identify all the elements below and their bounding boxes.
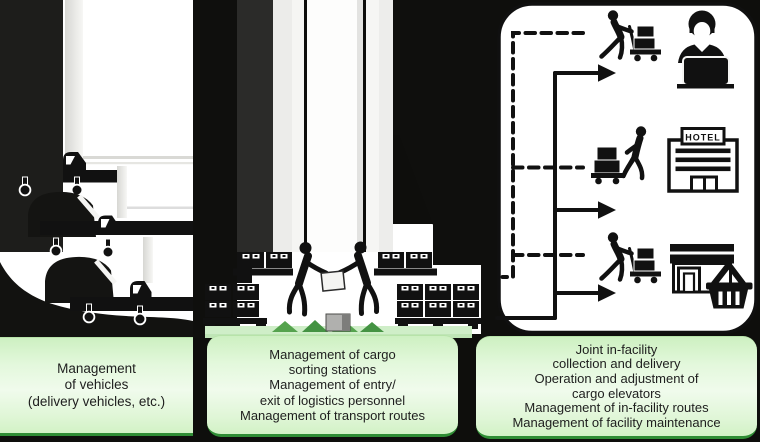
panel-gap: [193, 0, 237, 338]
handed-box: [320, 270, 346, 292]
hotel-icon: HOTEL: [667, 127, 739, 193]
arrow-icon-2: [598, 201, 616, 219]
solid-route-line: [495, 71, 601, 320]
truck-icon-1: [18, 0, 193, 197]
arrow-icon-1: [598, 64, 616, 82]
truck-icon-3: [45, 237, 193, 326]
floor-box: [325, 313, 351, 332]
panel-infacility-illustration: HOTEL: [495, 2, 758, 335]
porter-icon-2: [591, 126, 647, 185]
basket-icon: [706, 263, 753, 309]
laptop-icon: [682, 56, 730, 86]
pallet: [203, 318, 267, 324]
crate-stack-right: [395, 284, 481, 329]
label-box-vehicles: Management of vehicles (delivery vehicle…: [0, 337, 193, 436]
pallet: [395, 318, 481, 324]
windshield: [101, 219, 110, 228]
crate-shelf-left: [233, 252, 293, 276]
worker-icon-right: [337, 241, 380, 316]
arrow-icon-3: [598, 284, 616, 302]
wall-column: [237, 0, 273, 252]
hotel-sign: [680, 127, 726, 146]
office-worker-icon: [677, 10, 734, 89]
truck-icon-2: [28, 166, 193, 259]
dark-mass: [393, 0, 500, 338]
label-text-cargo-sorting: Management of cargo sorting stations Man…: [240, 346, 425, 423]
crate-stack-left: [203, 284, 267, 329]
panel-sorting-illustration: [203, 0, 500, 338]
windshield: [133, 285, 142, 294]
label-text-in-facility: Joint in-facility collection and deliver…: [512, 341, 721, 430]
desk: [677, 84, 734, 89]
hotel-sign-text: HOTEL: [685, 133, 721, 143]
dashed-route-line: [500, 31, 585, 279]
crate-shelf-right: [374, 252, 437, 276]
panel-vehicles-illustration: [0, 0, 237, 338]
label-box-in-facility: Joint in-facility collection and deliver…: [476, 336, 757, 439]
label-box-cargo-sorting: Management of cargo sorting stations Man…: [207, 335, 458, 437]
label-text-vehicles: Management of vehicles (delivery vehicle…: [27, 361, 166, 409]
windshield: [66, 156, 75, 165]
